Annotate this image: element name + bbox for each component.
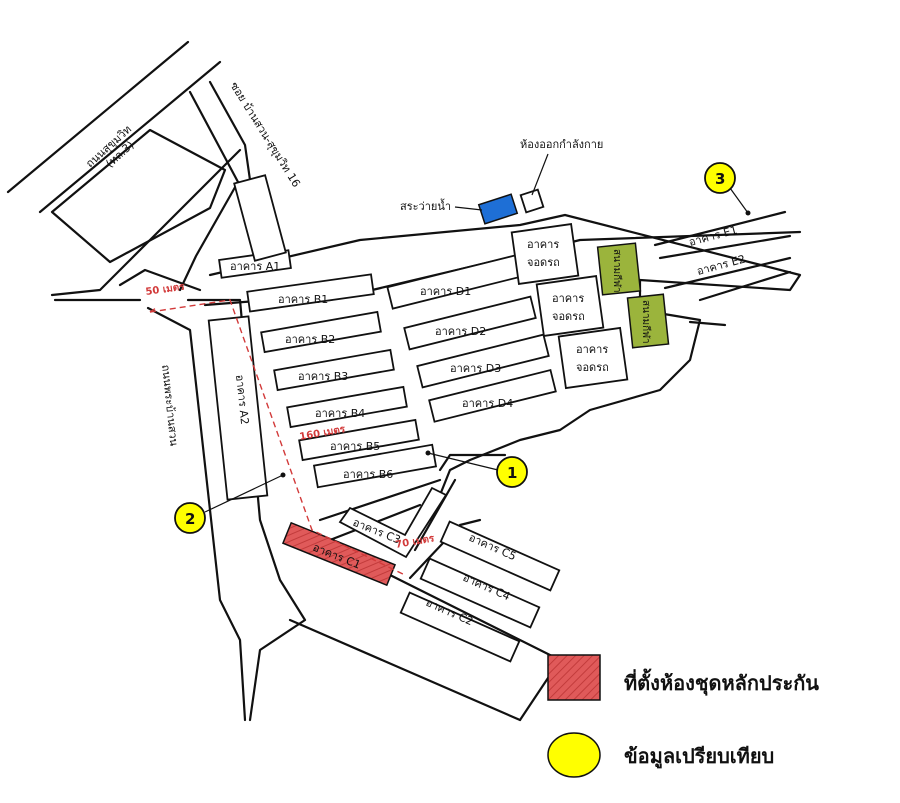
- gym-label: ห้องออกกำลังกาย: [520, 138, 603, 151]
- distance-50m: 50 เมตร: [145, 282, 186, 298]
- facilities: สระว่ายน้ำ ห้องออกกำลังกาย: [400, 138, 603, 225]
- svg-text:สนามกีฬา: สนามกีฬา: [611, 249, 623, 293]
- building-b4: อาคาร B4: [286, 385, 408, 429]
- building-a2: อาคาร A2: [207, 315, 269, 501]
- comparable-marker-1[interactable]: 1: [496, 456, 528, 488]
- svg-text:1: 1: [507, 464, 517, 482]
- svg-text:อาคาร B6: อาคาร B6: [343, 468, 393, 481]
- legend-comparable-label: ข้อมูลเปรียบเทียบ: [624, 744, 774, 770]
- legend-collateral-label: ที่ตั้งห้องชุดหลักประกัน: [624, 668, 819, 696]
- svg-text:2: 2: [185, 510, 195, 528]
- pool-label: สระว่ายน้ำ: [400, 198, 451, 213]
- gym-building: [519, 188, 545, 214]
- parking-building-2: อาคาร จอดรถ: [535, 275, 605, 337]
- sport-court-2: สนามกีฬา: [626, 293, 670, 349]
- building-b6: อาคาร B6: [312, 443, 438, 489]
- svg-text:จอดรถ: จอดรถ: [552, 310, 585, 323]
- svg-text:จอดรถ: จอดรถ: [527, 256, 560, 269]
- svg-text:อาคาร D3: อาคาร D3: [450, 362, 501, 375]
- svg-text:อาคาร D1: อาคาร D1: [420, 285, 471, 298]
- sport-court-1: สนามกีฬา: [596, 242, 642, 296]
- svg-text:อาคาร: อาคาร: [552, 292, 584, 305]
- svg-text:อาคาร B3: อาคาร B3: [298, 370, 348, 383]
- svg-text:อาคาร B4: อาคาร B4: [315, 407, 365, 420]
- building-c4: อาคาร C4: [419, 557, 541, 629]
- svg-text:อาคาร A1: อาคาร A1: [230, 260, 280, 273]
- svg-text:อาคาร B2: อาคาร B2: [285, 333, 335, 346]
- building-b1: อาคาร B1: [246, 273, 375, 313]
- legend-collateral-swatch: [547, 654, 601, 701]
- building-a1: อาคาร A1: [218, 249, 292, 279]
- building-b2: อาคาร B2: [260, 310, 382, 354]
- svg-text:อาคาร D2: อาคาร D2: [435, 325, 486, 338]
- road-ban-suan-label: ถนนพระบ้านสวน: [159, 364, 181, 447]
- legend: ที่ตั้งห้องชุดหลักประกัน ข้อมูลเปรียบเที…: [547, 654, 819, 778]
- building-d4: อาคาร D4: [428, 368, 557, 423]
- svg-text:อาคาร: อาคาร: [576, 343, 608, 356]
- svg-text:อาคาร A2: อาคาร A2: [233, 374, 251, 425]
- svg-text:จอดรถ: จอดรถ: [576, 361, 609, 374]
- parking-building-1: อาคาร จอดรถ: [510, 223, 580, 285]
- building-b3: อาคาร B3: [273, 348, 395, 392]
- swimming-pool: [477, 193, 519, 225]
- svg-text:สนามกีฬา: สนามกีฬา: [640, 300, 652, 344]
- building-d3: อาคาร D3: [416, 333, 550, 389]
- building-a1-wing: [233, 174, 287, 262]
- comparable-marker-3[interactable]: 3: [704, 162, 736, 194]
- svg-text:อาคาร D4: อาคาร D4: [462, 397, 513, 410]
- comparable-marker-2[interactable]: 2: [174, 502, 206, 534]
- legend-comparable-swatch: [547, 732, 601, 778]
- svg-text:อาคาร: อาคาร: [527, 238, 559, 251]
- building-d2: อาคาร D2: [403, 295, 537, 351]
- parking-building-3: อาคาร จอดรถ: [557, 326, 629, 390]
- building-b5: อาคาร B5: [298, 418, 420, 462]
- building-c3: อาคาร C3: [338, 486, 448, 559]
- svg-text:อาคาร B1: อาคาร B1: [278, 293, 328, 306]
- svg-text:3: 3: [715, 170, 725, 188]
- svg-text:อาคาร B5: อาคาร B5: [330, 440, 380, 453]
- buildings: อาคาร A1 อาคาร A2 อาคาร B1 อาคาร B2 อาคา…: [207, 174, 747, 663]
